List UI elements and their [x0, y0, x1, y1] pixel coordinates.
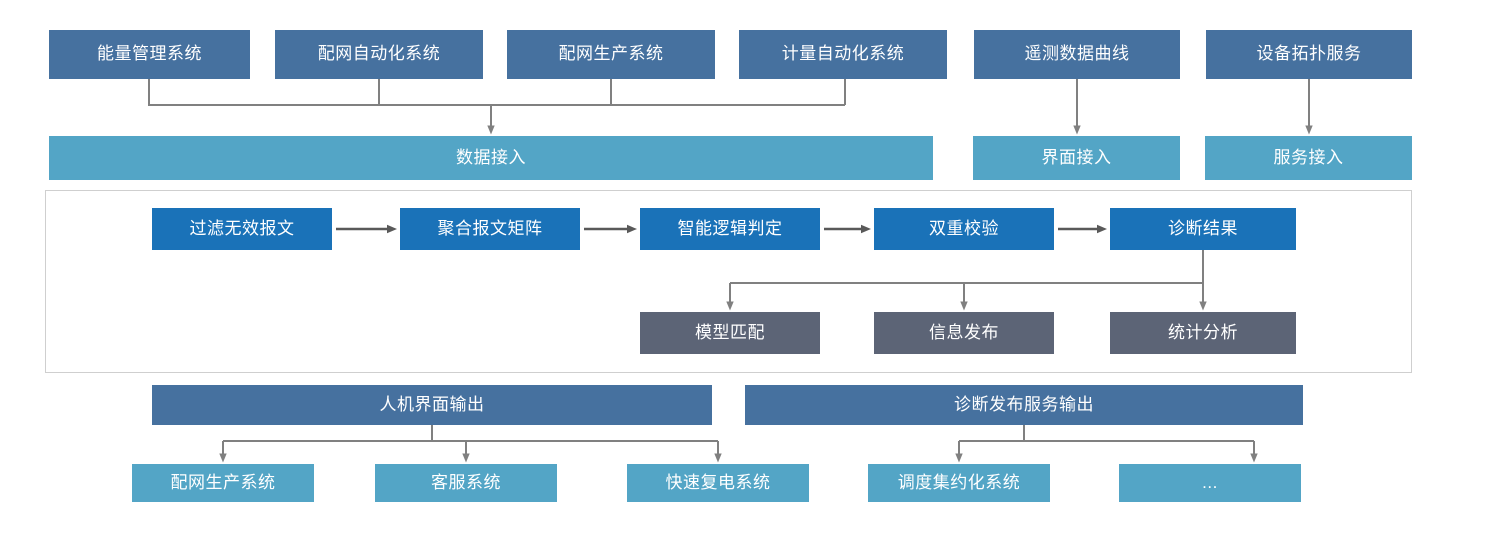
sink-label: 配网生产系统: [170, 472, 276, 492]
source-box-distribution-automation[interactable]: 配网自动化系统: [275, 30, 483, 79]
subprocess-label: 统计分析: [1168, 322, 1238, 342]
sink-label: 调度集约化系统: [897, 472, 1021, 492]
access-label: 服务接入: [1273, 147, 1344, 167]
access-box-data-access[interactable]: 数据接入: [49, 136, 933, 180]
source-label: 配网自动化系统: [317, 44, 441, 64]
access-label: 数据接入: [456, 147, 526, 167]
source-box-metering-automation[interactable]: 计量自动化系统: [739, 30, 947, 79]
output-label: 人机界面输出: [379, 394, 485, 414]
process-box-diagnosis-result[interactable]: 诊断结果: [1110, 208, 1296, 250]
process-label: 双重校验: [929, 218, 999, 238]
process-label: 过滤无效报文: [189, 218, 295, 238]
subprocess-label: 信息发布: [929, 322, 999, 342]
sink-box-more[interactable]: ...: [1119, 464, 1301, 502]
output-label: 诊断发布服务输出: [954, 394, 1094, 414]
source-label: 设备拓扑服务: [1256, 44, 1362, 64]
sink-box-customer-service[interactable]: 客服系统: [375, 464, 557, 502]
subprocess-box-information-publishing[interactable]: 信息发布: [874, 312, 1054, 354]
source-label: 遥测数据曲线: [1024, 44, 1130, 64]
sink-label: ...: [1202, 472, 1218, 492]
output-box-diagnosis-publish-service-output[interactable]: 诊断发布服务输出: [745, 385, 1303, 425]
access-box-ui-access[interactable]: 界面接入: [973, 136, 1180, 180]
sink-box-dispatch-intensive[interactable]: 调度集约化系统: [868, 464, 1050, 502]
access-label: 界面接入: [1041, 147, 1112, 167]
sink-label: 快速复电系统: [665, 472, 771, 492]
subprocess-box-model-matching[interactable]: 模型匹配: [640, 312, 820, 354]
sink-label: 客服系统: [431, 472, 501, 492]
output-box-hmi-output[interactable]: 人机界面输出: [152, 385, 712, 425]
source-box-device-topology-service[interactable]: 设备拓扑服务: [1206, 30, 1412, 79]
process-label: 诊断结果: [1168, 218, 1238, 238]
source-box-distribution-production[interactable]: 配网生产系统: [507, 30, 715, 79]
sink-box-distribution-production[interactable]: 配网生产系统: [132, 464, 314, 502]
process-box-aggregate-message-matrix[interactable]: 聚合报文矩阵: [400, 208, 580, 250]
source-label: 配网生产系统: [558, 44, 664, 64]
subprocess-box-statistical-analysis[interactable]: 统计分析: [1110, 312, 1296, 354]
process-box-double-verification[interactable]: 双重校验: [874, 208, 1054, 250]
subprocess-label: 模型匹配: [695, 322, 765, 342]
source-box-energy-management[interactable]: 能量管理系统: [49, 30, 250, 79]
source-label: 计量自动化系统: [781, 44, 905, 64]
process-label: 聚合报文矩阵: [437, 218, 543, 238]
process-box-filter-invalid-messages[interactable]: 过滤无效报文: [152, 208, 332, 250]
source-box-telemetry-curve[interactable]: 遥测数据曲线: [974, 30, 1180, 79]
process-label: 智能逻辑判定: [677, 218, 783, 238]
access-box-service-access[interactable]: 服务接入: [1205, 136, 1412, 180]
process-box-intelligent-logic-judgement[interactable]: 智能逻辑判定: [640, 208, 820, 250]
sink-box-fast-power-restoration[interactable]: 快速复电系统: [627, 464, 809, 502]
source-label: 能量管理系统: [97, 44, 202, 64]
